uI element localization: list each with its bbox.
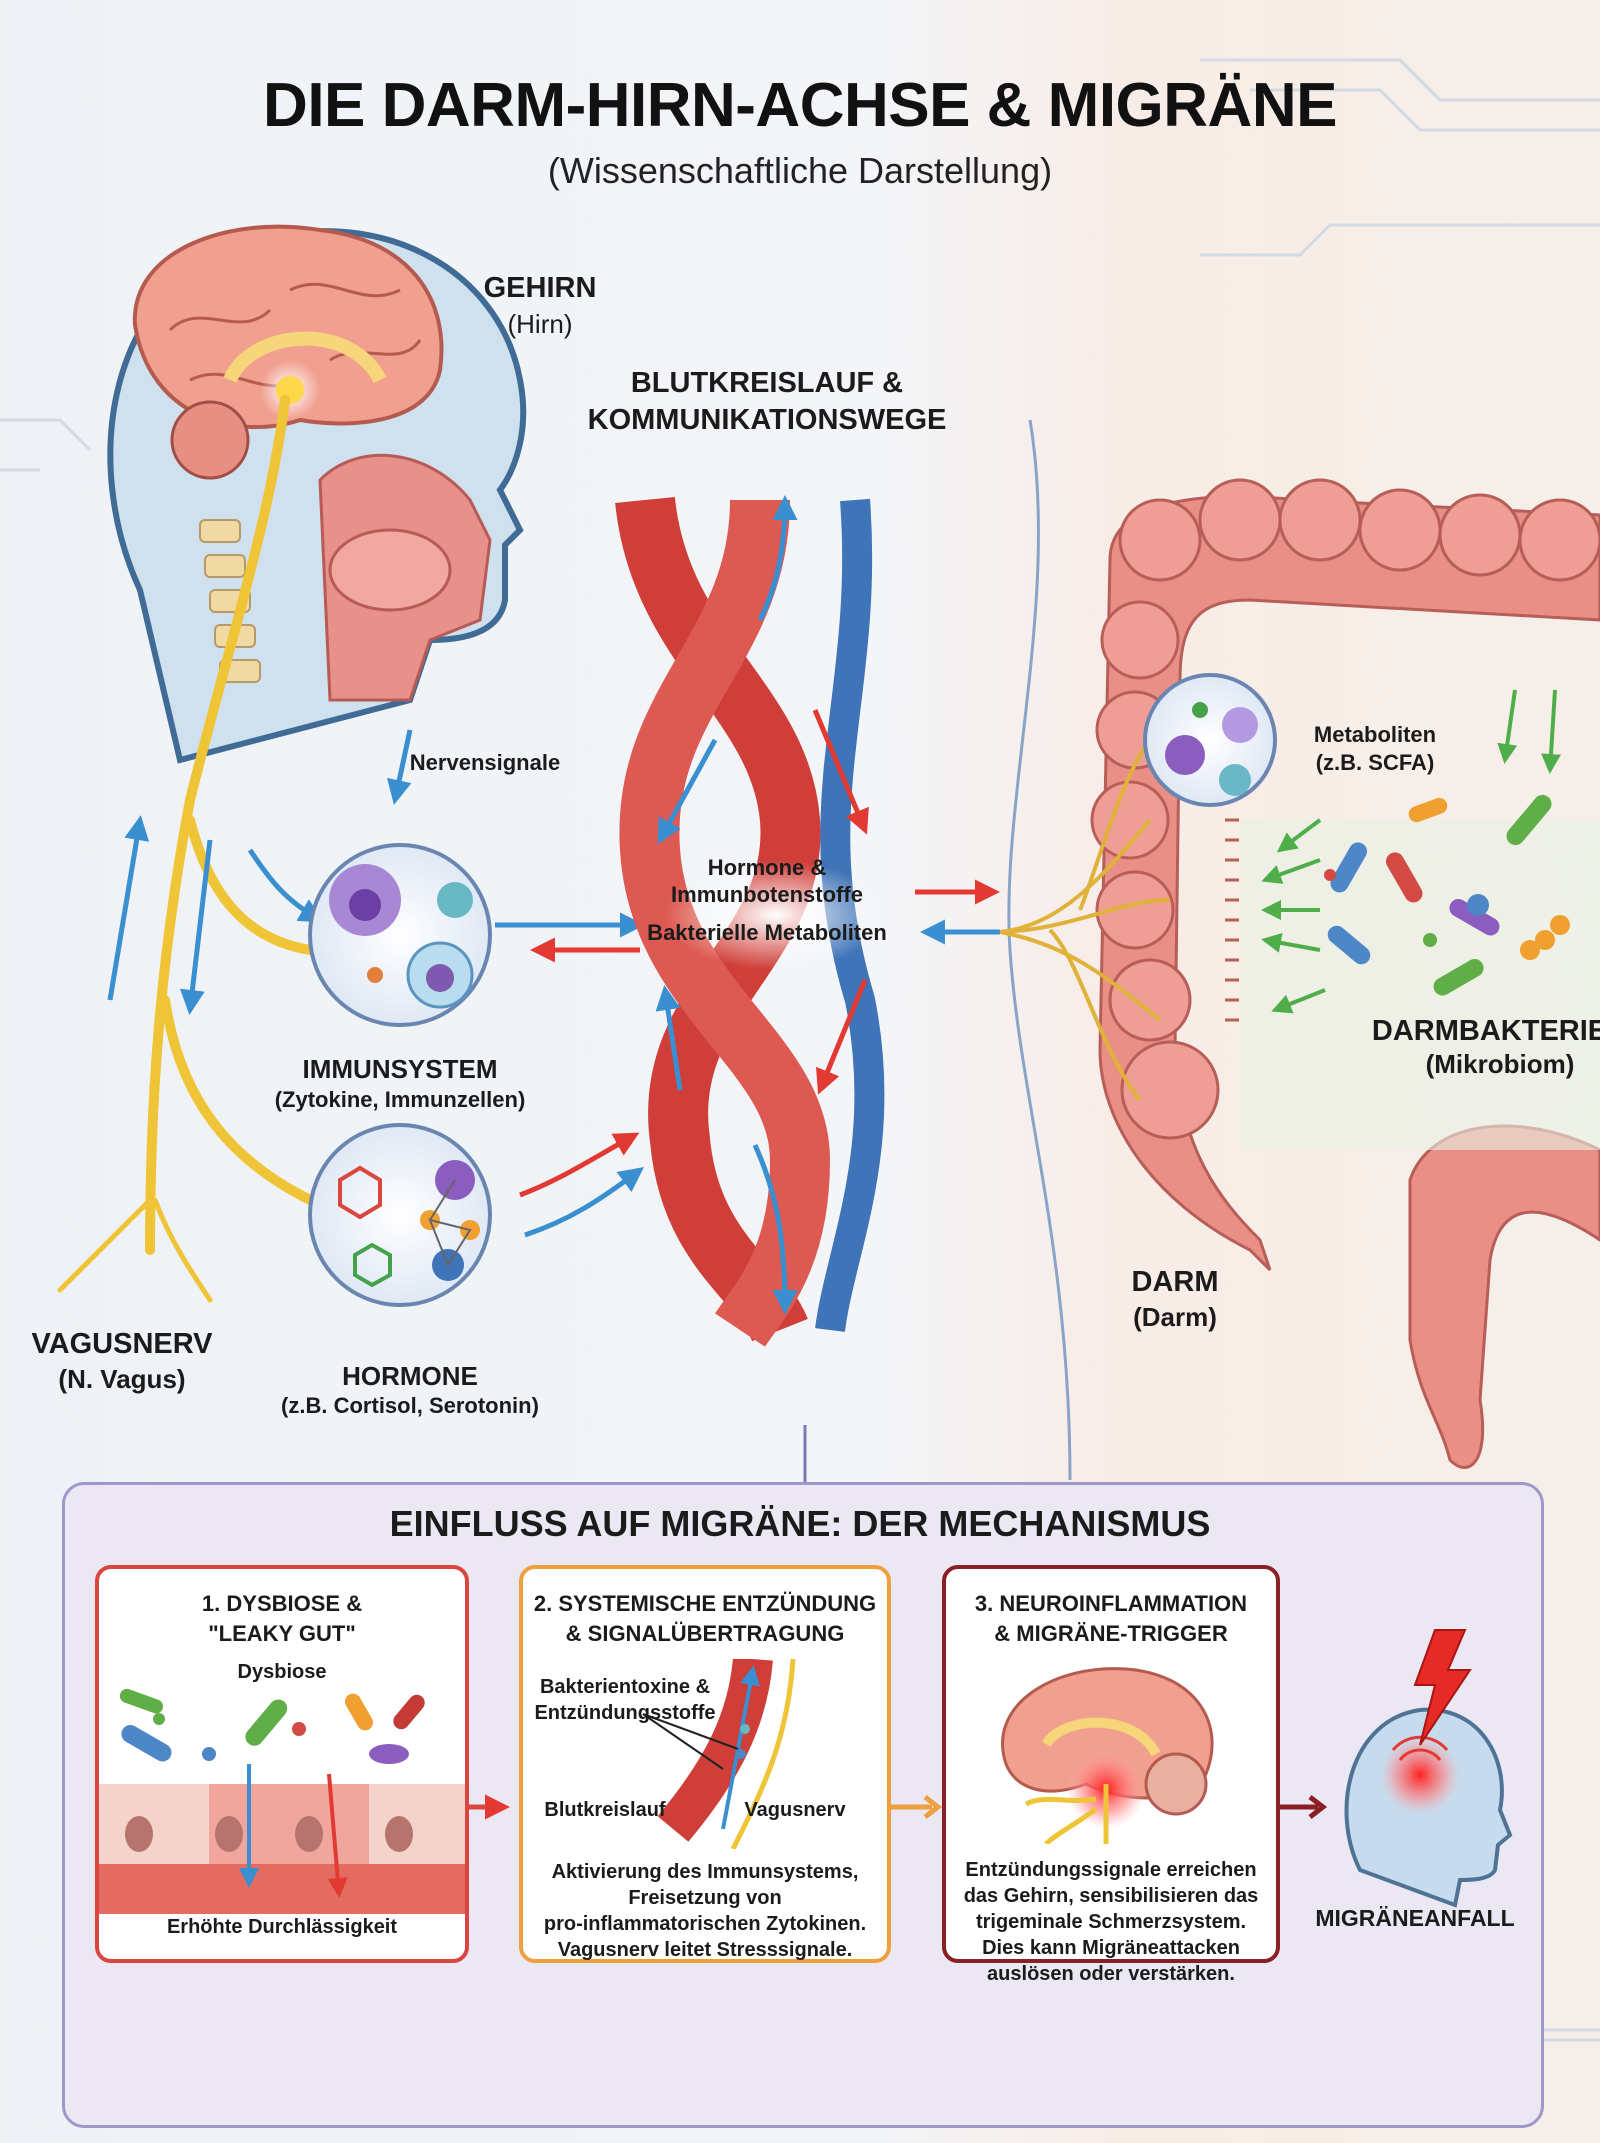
circulation-label-1: BLUTKREISLAUF &	[630, 367, 904, 399]
vagus-sublabel: (N. Vagus)	[58, 1364, 186, 1394]
mechanism-title: EINFLUSS AUF MIGRÄNE: DER MECHANISMUS	[389, 1503, 1211, 1544]
immune-system-sublabel: (Zytokine, Immunzellen)	[274, 1087, 526, 1112]
hormones-label: HORMONE	[342, 1361, 478, 1391]
microbiome-area	[1240, 820, 1600, 1150]
leaky-gut-illustration	[99, 1688, 465, 1914]
bacterial-metabolites-label: Bakterielle Metaboliten	[647, 920, 887, 945]
step1-heading-1: 1. DYSBIOSE &	[201, 1591, 363, 1616]
page-subtitle: (Wissenschaftliche Darstellung)	[547, 150, 1053, 191]
step3-caption-line: trigeminale Schmerzsystem.	[975, 1911, 1247, 1933]
bacteria	[1324, 794, 1570, 996]
migraine-head-icon	[1344, 1707, 1513, 1908]
step1-caption: Erhöhte Durchlässigkeit	[166, 1916, 398, 1938]
migraine-attack-label: MIGRÄNEANFALL	[1315, 1905, 1515, 1931]
hormones-immune-label-1: Hormone &	[707, 855, 827, 880]
step1-dysbiosis-label: Dysbiose	[237, 1661, 327, 1683]
colon-illustration	[1090, 478, 1600, 1469]
step2-caption-line: Vagusnerv leitet Stresssignale.	[557, 1939, 853, 1961]
step3-heading-2: & MIGRÄNE-TRIGGER	[994, 1620, 1228, 1646]
step2-blood-label: Blutkreislauf	[544, 1799, 666, 1821]
immune-system-circle	[308, 843, 492, 1027]
inflamed-brain-illustration	[1001, 1667, 1214, 1844]
step-card-dysbiosis: 1. DYSBIOSE & "LEAKY GUT" Dysbiose Erhöht…	[95, 1565, 469, 1963]
gut-label: DARM	[1131, 1266, 1219, 1298]
step-card-neuroinflammation: 3. NEUROINFLAMMATION & MIGRÄNE-TRIGGER En…	[942, 1565, 1280, 1985]
step1-heading-2: "LEAKY GUT"	[208, 1620, 356, 1646]
step3-caption-line: Entzündungssignale erreichen	[965, 1859, 1257, 1881]
gut-nerves	[999, 738, 1171, 1102]
blood-vessels	[615, 496, 885, 1347]
gut-bacteria-sublabel: (Mikrobiom)	[1425, 1049, 1575, 1079]
step2-caption-line: pro-inflammatorischen Zytokinen.	[543, 1913, 867, 1935]
step2-toxins-label-2: Entzündungsstoffe	[534, 1702, 716, 1724]
hormone-circle	[308, 1123, 492, 1307]
step2-caption-line: Freisetzung von	[628, 1887, 782, 1909]
step2-caption-line: Aktivierung des Immunsystems,	[551, 1861, 859, 1883]
step3-caption-line: Dies kann Migräneattacken	[982, 1937, 1240, 1959]
step-card-systemic-inflammation: 2. SYSTEMISCHE ENTZÜNDUNG & SIGNALÜBERTRA…	[519, 1565, 891, 1963]
metabolites-circle	[1143, 673, 1277, 807]
immune-system-label: IMMUNSYSTEM	[302, 1054, 498, 1084]
lightning-icon	[1413, 1629, 1472, 1746]
step2-toxins-label-1: Bakterientoxine &	[539, 1676, 711, 1698]
step3-heading-1: 3. NEUROINFLAMMATION	[974, 1591, 1248, 1616]
vessel-nerve-illustration	[642, 1659, 796, 1849]
metabolites-label: Metaboliten	[1313, 722, 1437, 747]
circulation-label-2: KOMMUNIKATIONSWEGE	[587, 404, 947, 436]
metabolites-sublabel: (z.B. SCFA)	[1315, 750, 1435, 775]
step2-heading-2: & SIGNALÜBERTRAGUNG	[565, 1620, 845, 1646]
page-title: DIE DARM-HIRN-ACHSE & MIGRÄNE	[263, 71, 1337, 140]
hormones-immune-label-2: Immunbotenstoffe	[671, 882, 863, 907]
vagus-label: VAGUSNERV	[31, 1328, 213, 1360]
brain-sublabel: (Hirn)	[507, 309, 573, 339]
step2-vagus-label: Vagusnerv	[744, 1799, 846, 1821]
step3-caption-line: das Gehirn, sensibilisieren das	[963, 1885, 1259, 1907]
brain-label: GEHIRN	[483, 272, 597, 304]
gut-bacteria-label: DARMBAKTERIEN	[1371, 1015, 1600, 1047]
step2-heading-1: 2. SYSTEMISCHE ENTZÜNDUNG	[533, 1591, 877, 1616]
divider-line	[1007, 419, 1072, 1481]
gut-sublabel: (Darm)	[1133, 1302, 1217, 1332]
step3-caption-line: auslösen oder verstärken.	[987, 1963, 1235, 1985]
nerve-signals-label: Nervensignale	[409, 750, 561, 775]
vagus-nerve	[57, 395, 315, 1303]
hormones-sublabel: (z.B. Cortisol, Serotonin)	[281, 1393, 539, 1418]
